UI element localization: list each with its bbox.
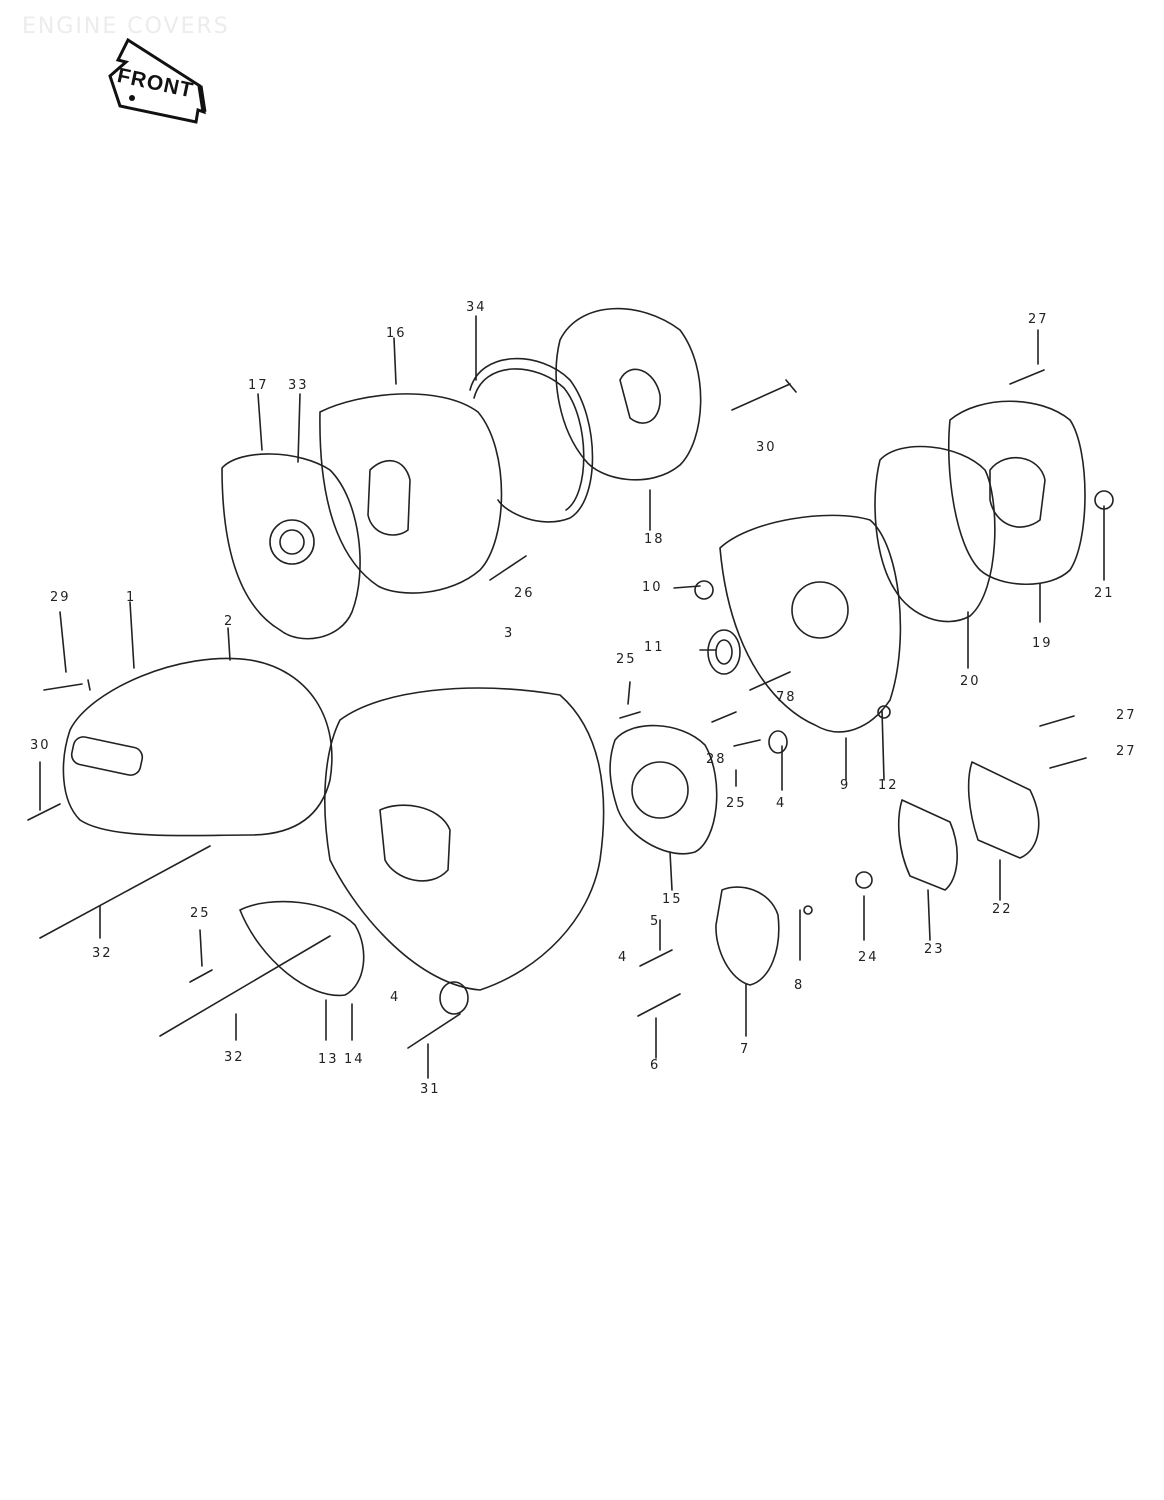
callout-25-mid: 25 (726, 796, 747, 811)
callout-11: 11 (644, 640, 665, 655)
callout-4-mid: 4 (776, 796, 787, 811)
callout-22: 22 (992, 902, 1013, 917)
callout-12: 12 (878, 778, 899, 793)
page-title: ENGINE COVERS (22, 14, 230, 39)
part-34-ring (469, 357, 594, 523)
callout-32-lower: 32 (224, 1050, 245, 1065)
callout-9: 9 (840, 778, 851, 793)
part-20-gasket (874, 445, 996, 623)
callout-32-upper: 32 (92, 946, 113, 961)
callout-25: 25 (616, 652, 637, 667)
part-18-cover (555, 307, 702, 481)
callout-21: 21 (1094, 586, 1115, 601)
callout-4-left: 4 (390, 990, 401, 1005)
part-16-housing (319, 393, 503, 594)
callout-25-lower: 25 (190, 906, 211, 921)
callout-20: 20 (960, 674, 981, 689)
callout-18: 18 (644, 532, 665, 547)
part-3-crankcase (324, 687, 605, 991)
callout-27: 27 (1028, 312, 1049, 327)
callout-15: 15 (662, 892, 683, 907)
callout-2: 2 (224, 614, 235, 629)
callout-27-right-2: 27 (1116, 744, 1137, 759)
callout-33: 33 (288, 378, 309, 393)
callout-13: 13 (318, 1052, 339, 1067)
callout-19: 19 (1032, 636, 1053, 651)
part-22-cover (967, 761, 1040, 859)
callout-78: 78 (776, 690, 797, 705)
callout-10: 10 (642, 580, 663, 595)
callout-14: 14 (344, 1052, 365, 1067)
callout-5: 5 (650, 914, 661, 929)
callout-4-right: 4 (618, 950, 629, 965)
callout-8: 8 (794, 978, 805, 993)
callout-29: 29 (50, 590, 71, 605)
callout-28: 28 (706, 752, 727, 767)
callout-1: 1 (126, 590, 137, 605)
callout-3: 3 (504, 626, 515, 641)
callout-27-right-1: 27 (1116, 708, 1137, 723)
callout-6: 6 (650, 1058, 661, 1073)
callout-26: 26 (514, 586, 535, 601)
callout-23: 23 (924, 942, 945, 957)
callout-24: 24 (858, 950, 879, 965)
part-15-gasket (609, 724, 718, 855)
callout-30: 30 (756, 440, 777, 455)
callout-17: 17 (248, 378, 269, 393)
callout-34: 34 (466, 300, 487, 315)
callout-7: 7 (740, 1042, 751, 1057)
callout-31: 31 (420, 1082, 441, 1097)
callout-16: 16 (386, 326, 407, 341)
part-13-cover (239, 900, 365, 997)
part-17-gasket (221, 453, 361, 640)
part-9-cover (719, 514, 902, 733)
part-2-cover (62, 657, 333, 837)
callout-30-left: 30 (30, 738, 51, 753)
part-23-gasket (897, 799, 958, 891)
part-7-pump (715, 886, 780, 986)
part-19-cover (947, 400, 1086, 585)
front-arrow-icon (108, 37, 207, 124)
